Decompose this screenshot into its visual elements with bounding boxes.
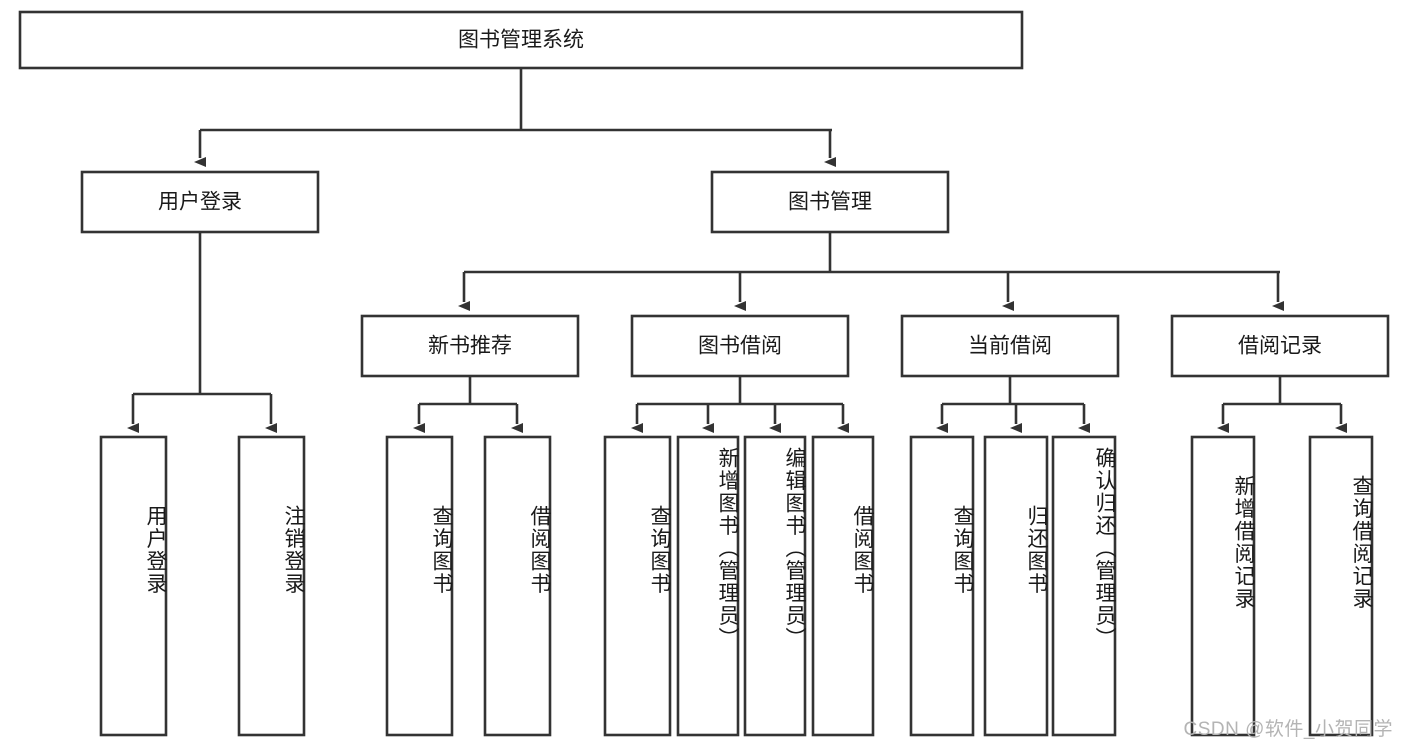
leaf-borrow-edit-box[interactable] [743,435,807,737]
node-new-book-rec-box[interactable] [360,314,580,378]
node-book-manage-box[interactable] [710,170,950,234]
leaf-rec-add-box[interactable] [1190,435,1256,737]
node-borrow-record-label: 借阅记录 [1238,335,1322,358]
node-current-borrow-label: 当前借阅 [968,335,1052,358]
leaf-borrow-query-box[interactable] [603,435,672,737]
node-new-book-rec-label: 新书推荐 [428,335,512,358]
node-user-login-box[interactable] [80,170,320,234]
node-book-borrow-label: 图书借阅 [698,335,782,358]
leaf-borrow-add-box[interactable] [676,435,740,737]
node-root[interactable]: 图书管理系统 [18,10,1024,70]
node-current-borrow[interactable]: 当前借阅 [900,314,1120,378]
leaf-cur-confirm-box[interactable] [1051,435,1117,737]
leaf-boxes [99,435,1374,737]
leaf-rec-borrow-box[interactable] [483,435,552,737]
connector-group-new-book-rec [413,376,523,433]
leaf-rec-query-box[interactable] [385,435,454,737]
node-new-book-rec[interactable]: 新书推荐 [360,314,580,378]
node-root-label: 图书管理系统 [458,29,584,52]
connector-group-borrow-record [1217,376,1347,433]
leaf-user-login-box[interactable] [99,435,168,737]
node-user-login-label: 用户登录 [158,191,242,214]
leaf-rec-search-box[interactable] [1308,435,1374,737]
node-book-manage[interactable]: 图书管理 [710,170,950,234]
connector-group-book-manage [458,232,1284,311]
csdn-watermark: CSDN @软件_小贺同学 [1183,719,1393,740]
node-borrow-record[interactable]: 借阅记录 [1170,314,1390,378]
leaf-user-logout-box[interactable] [237,435,306,737]
node-book-borrow[interactable]: 图书借阅 [630,314,850,378]
connector-group-root [194,68,836,167]
node-root-box[interactable] [18,10,1024,70]
connector-group-book-borrow [631,376,849,433]
node-user-login[interactable]: 用户登录 [80,170,320,234]
leaf-borrow-do-box[interactable] [811,435,875,737]
node-current-borrow-box[interactable] [900,314,1120,378]
connector-group-current-borrow [936,376,1090,433]
node-book-borrow-box[interactable] [630,314,850,378]
connector-group-user-login [127,232,277,433]
leaf-cur-query-box[interactable] [909,435,975,737]
leaf-cur-return-box[interactable] [983,435,1049,737]
node-borrow-record-box[interactable] [1170,314,1390,378]
node-book-manage-label: 图书管理 [788,191,872,214]
